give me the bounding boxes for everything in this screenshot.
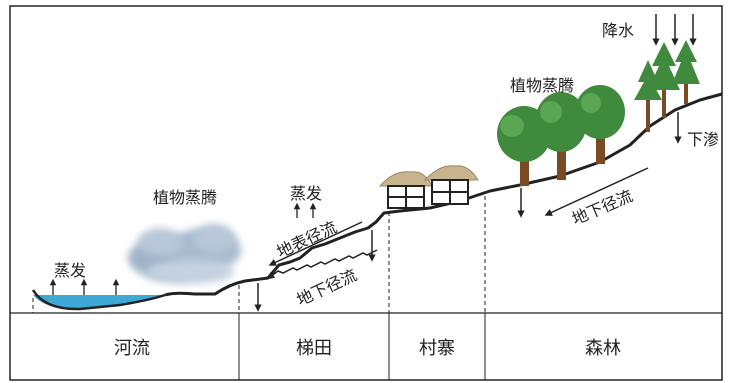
precipitation-arrows bbox=[652, 14, 697, 46]
diagram-frame bbox=[9, 5, 723, 381]
transpiration-label-forest: 植物蒸腾 bbox=[510, 76, 574, 95]
transpiration-label-terrace: 植物蒸腾 bbox=[153, 188, 217, 207]
precipitation-label: 降水 bbox=[602, 21, 634, 40]
forest-broadleaf-trees bbox=[497, 85, 625, 186]
groundwater-label-forest: 地下径流 bbox=[569, 186, 635, 229]
runoff-lines bbox=[254, 221, 378, 312]
forest-flow-arrows bbox=[517, 112, 682, 218]
infiltration-label: 下渗 bbox=[687, 130, 719, 149]
zone-label-village: 村寨 bbox=[419, 338, 455, 359]
zone-label-terrace: 梯田 bbox=[296, 338, 332, 359]
river-bank bbox=[31, 289, 166, 311]
river-evaporation-arrows bbox=[49, 278, 120, 295]
surface-runoff-label: 地表径流 bbox=[274, 217, 340, 261]
river-water bbox=[33, 295, 165, 310]
zone-dividers bbox=[238, 313, 486, 380]
groundwater-label-terrace: 地下径流 bbox=[294, 265, 360, 309]
river-evaporation-label: 蒸发 bbox=[54, 261, 86, 280]
misty-vegetation bbox=[128, 224, 241, 296]
village-houses bbox=[378, 165, 479, 209]
zone-dashed-lines bbox=[32, 196, 486, 313]
zone-label-forest: 森林 bbox=[585, 338, 621, 359]
terrace-evaporation-arrows bbox=[293, 202, 317, 218]
forest-conifer-trees bbox=[634, 40, 700, 132]
terrace-evaporation-label: 蒸发 bbox=[290, 184, 322, 203]
zone-label-river: 河流 bbox=[114, 338, 150, 359]
